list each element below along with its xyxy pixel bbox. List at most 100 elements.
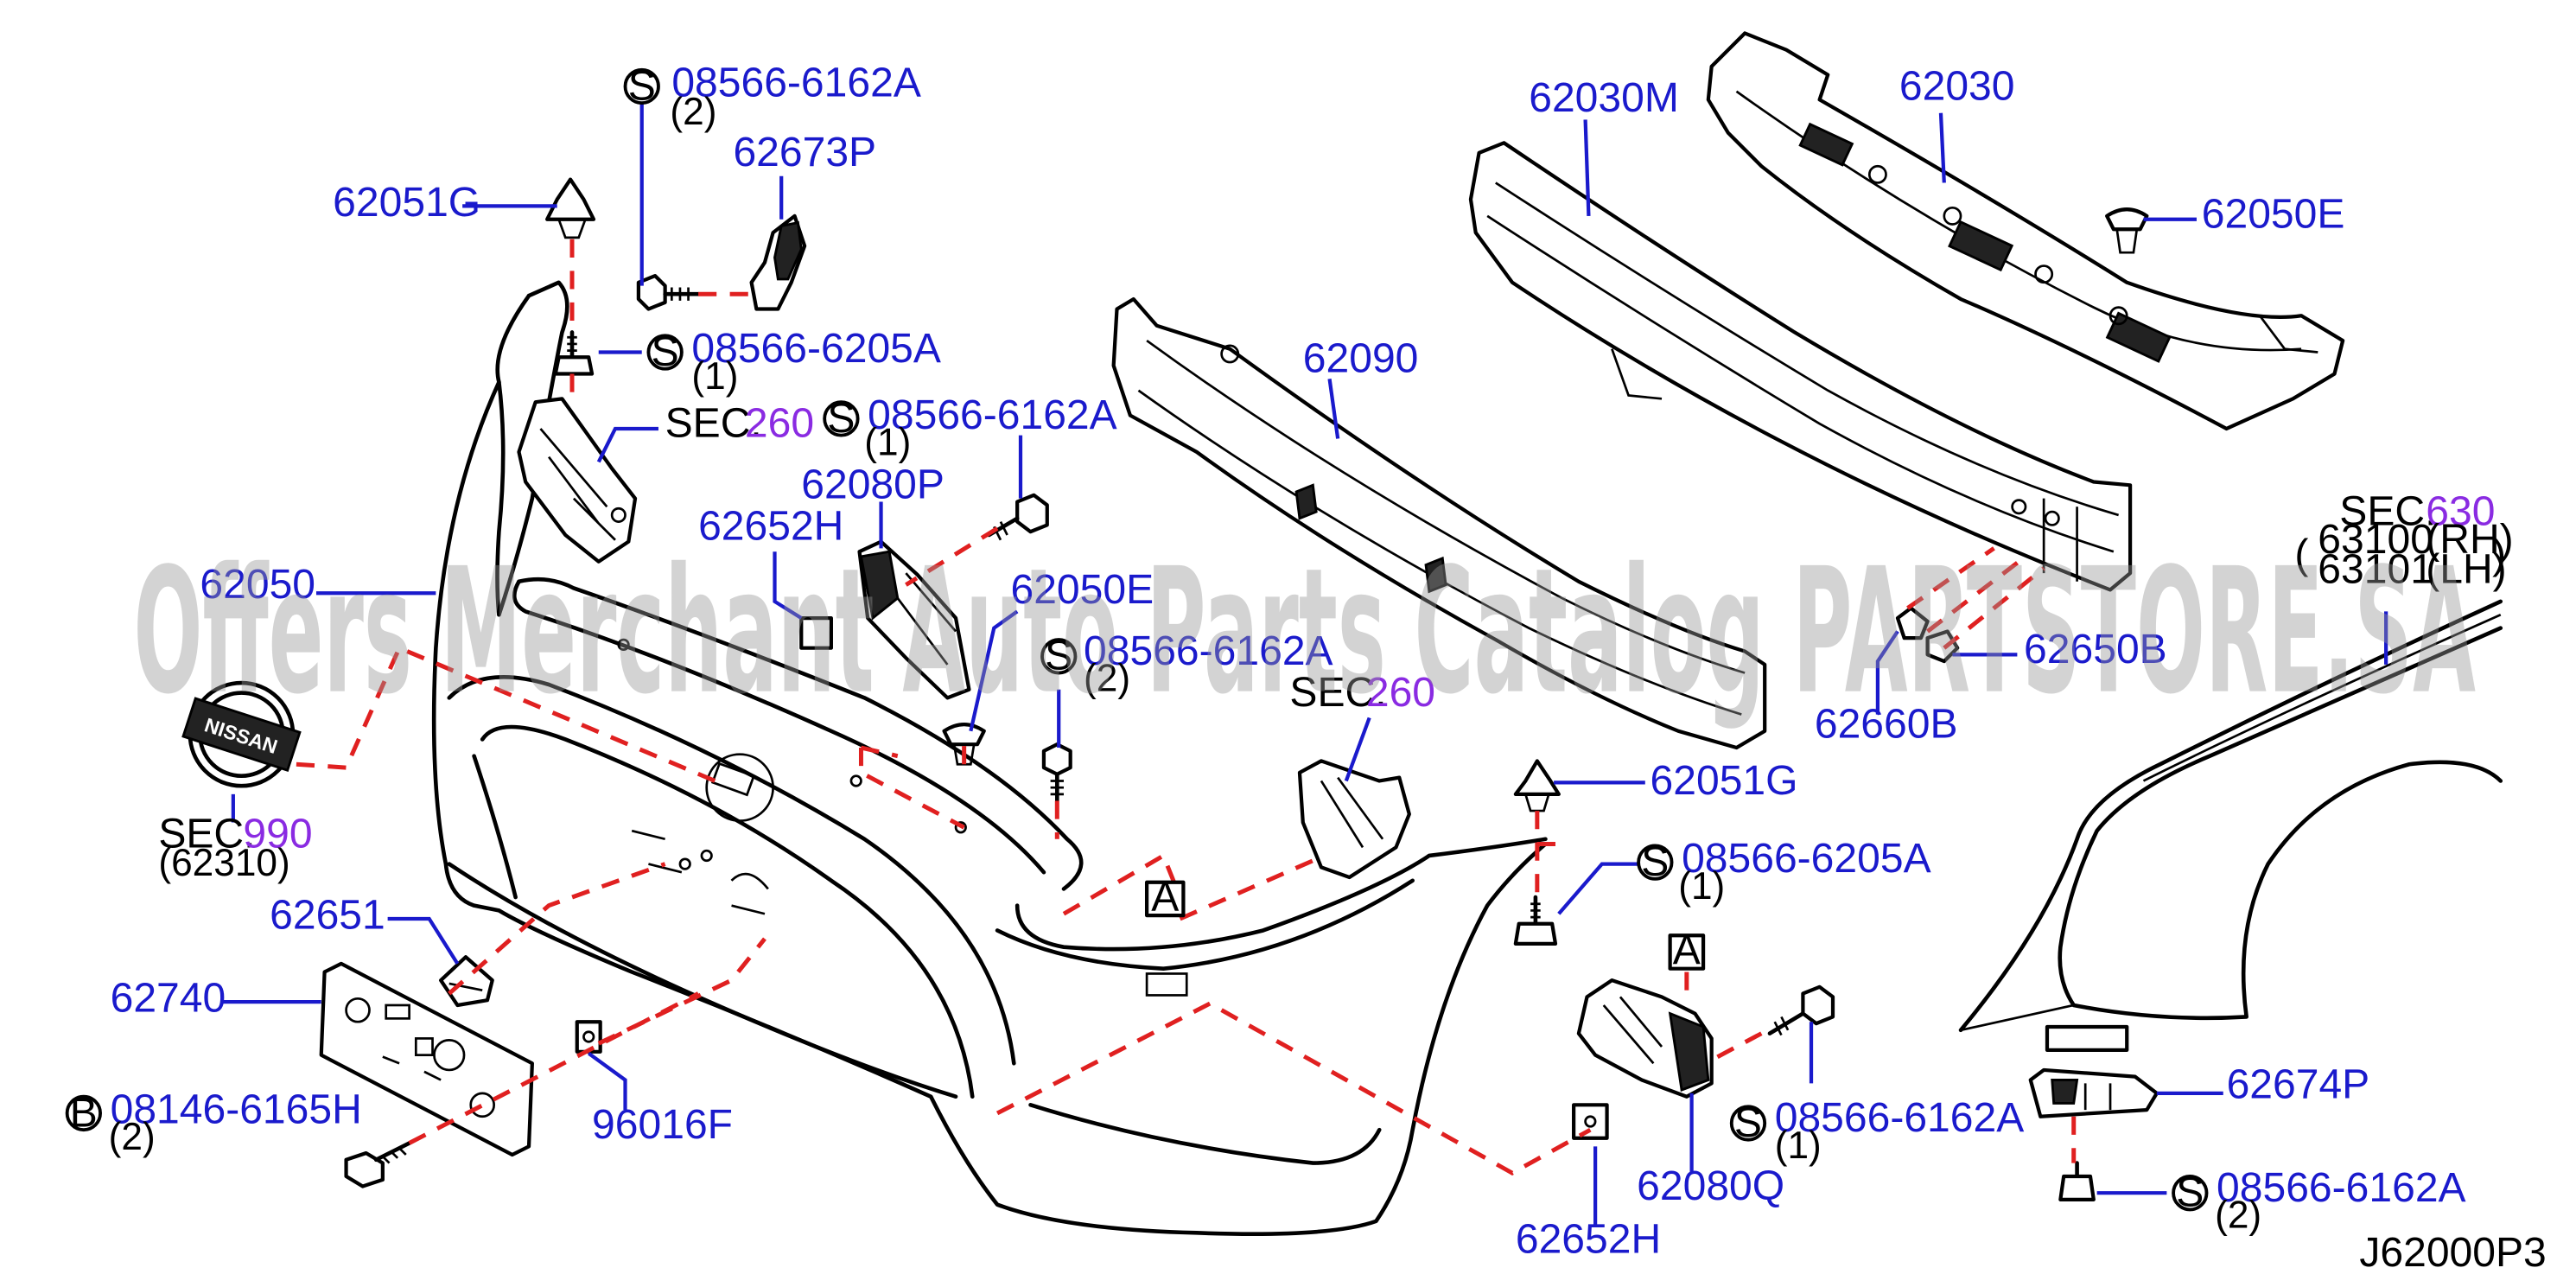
front-bumper-fascia bbox=[431, 280, 1548, 1236]
label-62652H-right: 62652H bbox=[1516, 1216, 1661, 1262]
bolt-08146-6165H bbox=[344, 1141, 411, 1188]
symbols: S S S S B S S S A A bbox=[65, 63, 2209, 1216]
bolt-08566-6162A-top bbox=[636, 273, 701, 311]
label-62740: 62740 bbox=[111, 976, 226, 1022]
diagram-code: J62000P3 bbox=[2359, 1230, 2546, 1276]
sec-260-mid-number: 260 bbox=[1366, 670, 1435, 716]
labels: 62051G 08566-6162A (2) 62673P 08566-6205… bbox=[109, 60, 2547, 1275]
label-62030: 62030 bbox=[1899, 63, 2015, 109]
bracket-sec-260-mid bbox=[1297, 759, 1411, 880]
label-62650B: 62650B bbox=[2024, 627, 2167, 672]
label-08566-6162A-br: 08566-6162A bbox=[2217, 1165, 2466, 1211]
label-62050E-right: 62050E bbox=[2202, 191, 2345, 237]
label-62051G-right: 62051G bbox=[1651, 758, 1798, 804]
clip-62051G-right bbox=[1513, 759, 1561, 812]
label-62674P: 62674P bbox=[2227, 1062, 2370, 1108]
s-letter: S bbox=[1734, 1100, 1762, 1146]
a-letter: A bbox=[1151, 874, 1179, 920]
label-08566-6162A-mid: 08566-6162A bbox=[868, 392, 1117, 438]
qty-08146-6165H: (2) bbox=[109, 1116, 156, 1158]
energy-absorber-62030M bbox=[1468, 141, 2133, 592]
label-62673P: 62673P bbox=[733, 130, 876, 175]
radiator-core-support-62030 bbox=[1706, 31, 2345, 431]
b-letter: B bbox=[70, 1090, 98, 1136]
s-letter: S bbox=[1641, 839, 1669, 885]
qty-08566-6205A-left: (1) bbox=[691, 355, 738, 398]
sec-990: SEC. bbox=[158, 811, 255, 857]
sec-260-mid: SEC. bbox=[1289, 670, 1386, 716]
s-symbol-6 bbox=[1729, 1105, 1767, 1142]
sec-990-sub: (62310) bbox=[158, 842, 289, 884]
label-62660B: 62660B bbox=[1815, 701, 1958, 747]
bumper-reinforcement-62090 bbox=[1111, 296, 1767, 750]
bracket-62674P bbox=[2028, 1067, 2159, 1118]
s-letter: S bbox=[628, 63, 656, 109]
a-letter: A bbox=[1673, 927, 1701, 973]
label-63100: 63100 bbox=[2318, 517, 2433, 563]
a-box-2 bbox=[1668, 933, 1706, 971]
s-symbol-2 bbox=[646, 334, 684, 371]
label-62652H-left: 62652H bbox=[698, 504, 843, 550]
label-63100-side: (RH) bbox=[2426, 517, 2513, 563]
qty-08566-6162A-low: (2) bbox=[1084, 658, 1130, 700]
bracket-open: ( bbox=[2294, 532, 2308, 577]
qty-08566-6162A-br: (2) bbox=[2215, 1195, 2261, 1237]
clip-62050E-right bbox=[2105, 207, 2149, 254]
sec-630: SEC. bbox=[2339, 488, 2436, 534]
s-letter: S bbox=[1045, 634, 1072, 679]
s-symbol-5 bbox=[1637, 844, 1674, 881]
label-62651: 62651 bbox=[270, 893, 385, 939]
bolt-08566-6162A-br bbox=[2058, 1161, 2096, 1202]
s-letter: S bbox=[2176, 1170, 2204, 1216]
s-symbol-4 bbox=[1040, 638, 1078, 675]
front-fender bbox=[1958, 599, 2503, 1052]
label-96016F: 96016F bbox=[592, 1102, 733, 1148]
label-08566-6205A-left: 08566-6205A bbox=[691, 326, 941, 372]
bracket-62080P bbox=[857, 539, 971, 700]
red-dashed-lines bbox=[296, 239, 2077, 1176]
label-62090: 62090 bbox=[1303, 336, 1419, 382]
clip-62650B bbox=[1925, 629, 1960, 664]
qty-08566-6162A-top: (2) bbox=[670, 91, 716, 133]
s-symbol-1 bbox=[623, 67, 660, 105]
label-62030M: 62030M bbox=[1529, 75, 1679, 121]
b-symbol bbox=[65, 1094, 102, 1132]
leader-lines bbox=[221, 99, 2388, 1226]
s-letter: S bbox=[827, 396, 855, 442]
label-62080Q: 62080Q bbox=[1637, 1163, 1784, 1209]
clip-62652H-right bbox=[1572, 1103, 1609, 1140]
a-box-1 bbox=[1144, 880, 1186, 918]
bolt-08566-6162A-low bbox=[1041, 742, 1072, 803]
clip-62051G-top bbox=[545, 177, 596, 239]
bolt-08566-6205A-right bbox=[1513, 895, 1558, 946]
label-62050E-mid: 62050E bbox=[1010, 567, 1154, 613]
sec-260-left-number: 260 bbox=[745, 401, 814, 447]
label-08566-6162A-right: 08566-6162A bbox=[1775, 1095, 2025, 1141]
bracket-62080Q bbox=[1576, 978, 1714, 1099]
clip-62660B bbox=[1895, 606, 1930, 640]
label-62080P: 62080P bbox=[801, 462, 945, 508]
s-symbol-3 bbox=[823, 400, 860, 437]
clip-62652H-left bbox=[799, 615, 833, 650]
sec-260-left: SEC. bbox=[665, 401, 762, 447]
label-62051G-top: 62051G bbox=[333, 180, 480, 226]
sec-990-number: 990 bbox=[243, 811, 312, 857]
watermark-text: Offers Merchant Auto Parts Catalog PARTS… bbox=[134, 532, 2476, 733]
qty-08566-6205A-right: (1) bbox=[1678, 865, 1725, 908]
qty-08566-6162A-right: (1) bbox=[1775, 1125, 1822, 1167]
sec-630-number: 630 bbox=[2426, 488, 2495, 534]
s-symbol-7 bbox=[2172, 1175, 2209, 1212]
qty-08566-6162A-mid: (1) bbox=[864, 422, 911, 464]
label-08566-6162A-low: 08566-6162A bbox=[1084, 628, 1333, 674]
bracket-sec-260-left bbox=[517, 397, 638, 564]
bracket-62673P bbox=[749, 213, 807, 311]
label-63101: 63101 bbox=[2318, 547, 2433, 593]
s-letter: S bbox=[652, 329, 679, 375]
clip-96016F bbox=[575, 1020, 602, 1054]
label-62050: 62050 bbox=[200, 562, 315, 608]
bolt-08566-6205A-left bbox=[553, 330, 595, 376]
label-08566-6162A-top: 08566-6162A bbox=[671, 60, 921, 105]
label-08146-6165H: 08146-6165H bbox=[111, 1086, 362, 1132]
